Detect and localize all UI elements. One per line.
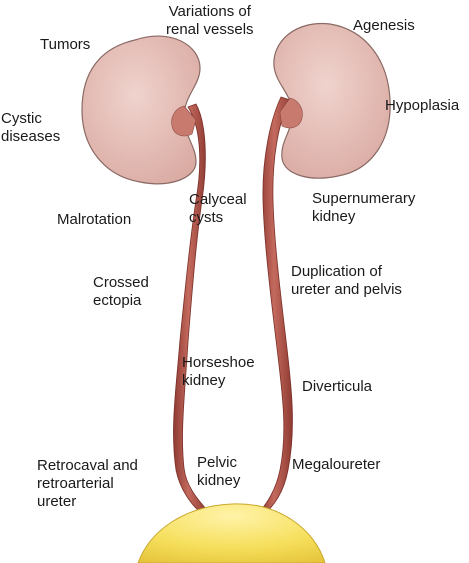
label-pelvic-kidney: Pelvic kidney bbox=[197, 454, 241, 489]
label-malrotation: Malrotation bbox=[57, 211, 132, 228]
label-tumors: Tumors bbox=[40, 36, 91, 53]
right-renal-pelvis bbox=[279, 97, 303, 129]
label-variations-of-renal-vessels: Variations of renal vessels bbox=[166, 3, 254, 38]
label-agenesis: Agenesis bbox=[353, 17, 415, 34]
label-hypoplasia: Hypoplasia bbox=[385, 97, 460, 114]
label-horseshoe-kidney: Horseshoe kidney bbox=[182, 354, 255, 389]
label-supernumerary-kidney: Supernumerary kidney bbox=[312, 190, 416, 225]
left-renal-pelvis bbox=[171, 105, 197, 137]
label-diverticula: Diverticula bbox=[302, 378, 373, 395]
bladder bbox=[137, 503, 326, 563]
right-kidney bbox=[273, 22, 391, 179]
label-megaloureter: Megaloureter bbox=[292, 456, 381, 473]
label-crossed-ectopia: Crossed ectopia bbox=[93, 274, 149, 309]
label-duplication-of-ureter-and-pelvis: Duplication of ureter and pelvis bbox=[291, 263, 402, 298]
label-cystic-diseases: Cystic diseases bbox=[1, 110, 61, 145]
left-kidney bbox=[81, 35, 201, 185]
label-calyceal-cysts: Calyceal cysts bbox=[189, 191, 247, 226]
label-retrocaval-and-retroarterial-ureter: Retrocaval and retroarterial ureter bbox=[37, 457, 138, 510]
